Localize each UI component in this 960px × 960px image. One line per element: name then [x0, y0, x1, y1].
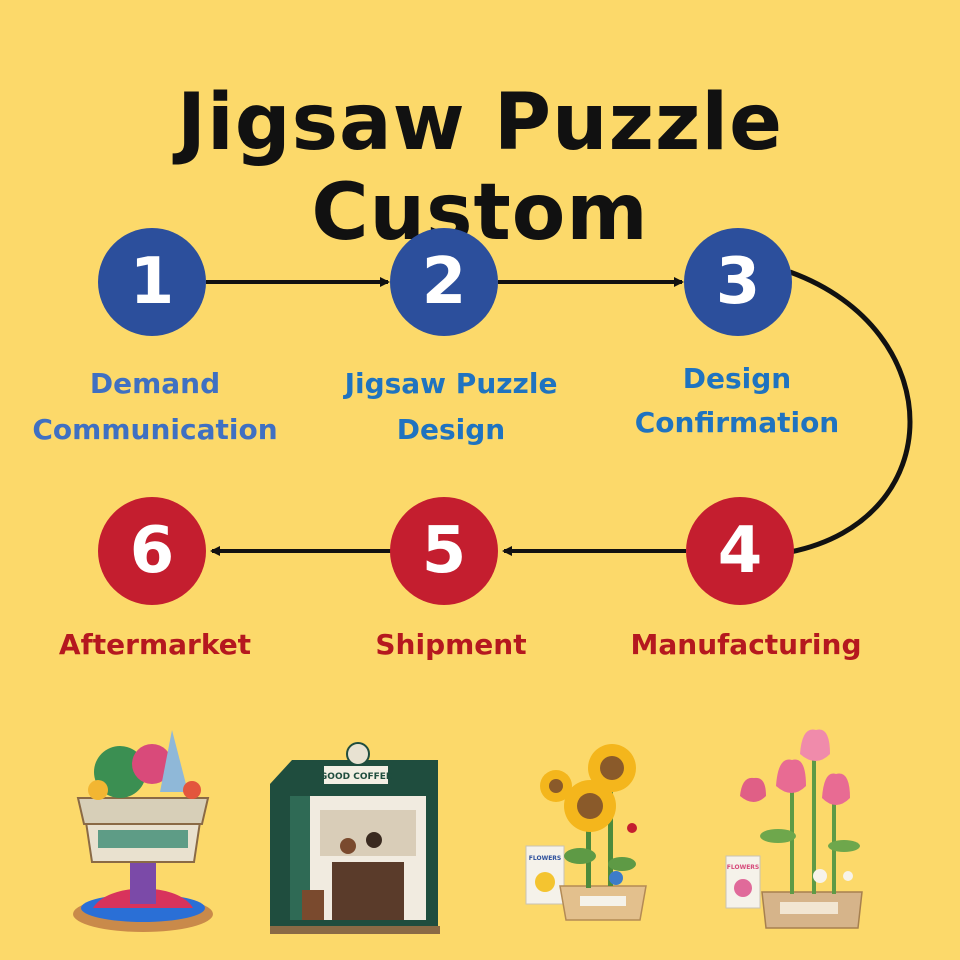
- step-4-circle: 4: [686, 497, 794, 605]
- step-3-circle: 3: [684, 228, 792, 336]
- arrow-3-to-4: [789, 269, 913, 555]
- step-6-label: Aftermarket: [58, 628, 252, 661]
- step-2-label-line1: Jigsaw Puzzle: [344, 367, 558, 400]
- sunflower-product-image: FLOWERS: [525, 744, 647, 921]
- step-2-circle: 2: [390, 228, 498, 336]
- step-2-label-line2: Design: [396, 413, 506, 446]
- coffee-shop-product-image: GOOD COFFEE: [270, 742, 440, 934]
- music-box-product-image: [73, 730, 213, 932]
- step-3-label: Design Confirmation: [606, 357, 868, 445]
- step-6-circle: 6: [98, 497, 206, 605]
- step-2-label: Jigsaw Puzzle Design: [320, 361, 582, 453]
- step-1-label-line1: Demand: [89, 367, 221, 400]
- step-3-label-line2: Confirmation: [634, 406, 840, 439]
- step-1-label: Demand Communication: [20, 361, 290, 453]
- page-title: Jigsaw Puzzle Custom: [177, 78, 783, 258]
- tulip-card-text: FLOWERS: [727, 864, 759, 871]
- step-3-label-line1: Design: [682, 362, 792, 395]
- step-4-label: Manufacturing: [630, 628, 862, 661]
- sunflower-card-text: FLOWERS: [529, 855, 561, 862]
- step-1-circle: 1: [98, 228, 206, 336]
- tulip-product-image: FLOWERS: [725, 729, 863, 929]
- step-5-label: Shipment: [375, 628, 527, 661]
- step-5-circle: 5: [390, 497, 498, 605]
- cafe-sign-text: GOOD COFFEE: [320, 772, 392, 782]
- step-1-label-line2: Communication: [32, 413, 278, 446]
